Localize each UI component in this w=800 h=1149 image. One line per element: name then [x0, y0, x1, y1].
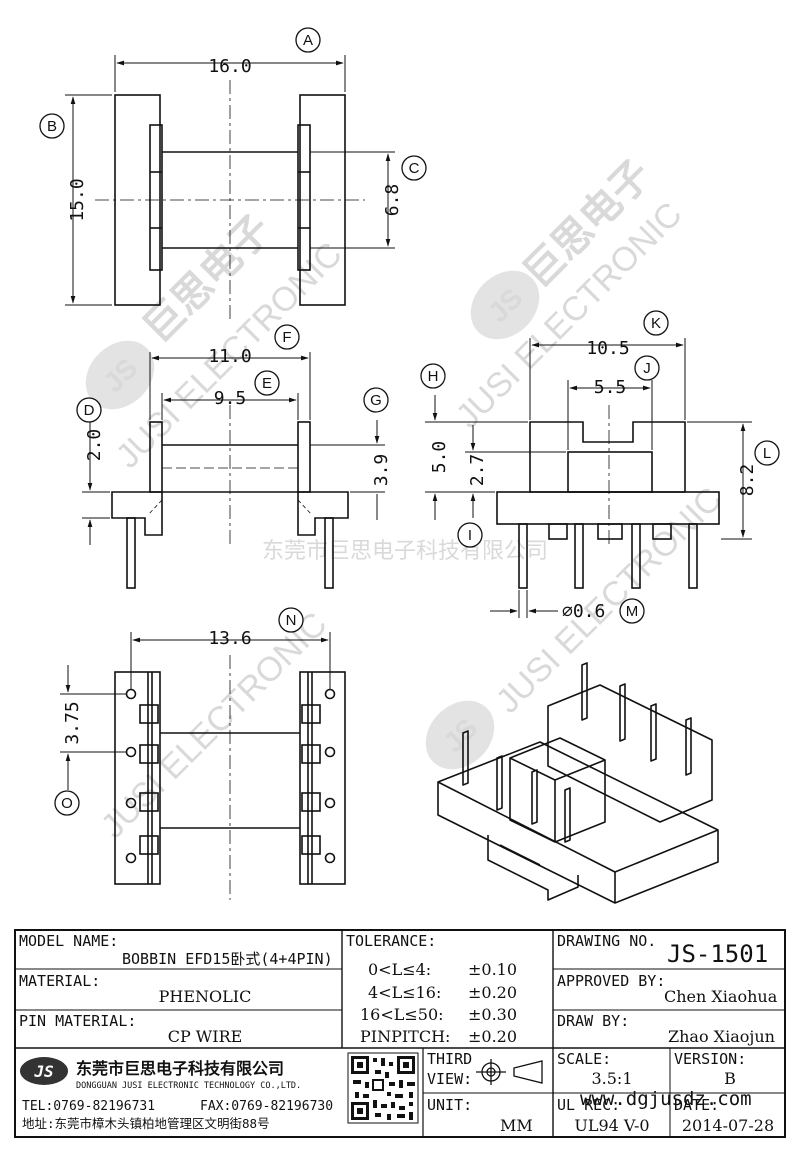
draw-by-value: Zhao Xiaojun [668, 1027, 775, 1046]
dimension-lines [60, 55, 752, 790]
version-value: B [724, 1069, 736, 1088]
top-view-right-step [297, 124, 311, 271]
tag-N: N [286, 612, 297, 629]
tag-E: E [262, 375, 272, 392]
top-view [95, 80, 365, 320]
title-block-grid [14, 929, 786, 1138]
draw-by-label: DRAW BY: [557, 1012, 629, 1030]
dim-value-D: 2.0 [84, 429, 105, 462]
dim-value-B: 15.0 [67, 178, 88, 221]
date-label: DATE: [674, 1096, 719, 1114]
tag-J: J [643, 360, 651, 377]
title-block-text: MODEL NAME: BOBBIN EFD15卧式(4+4PIN) MATER… [19, 932, 778, 1135]
top-view-left-step [149, 124, 163, 271]
tol-range-3: PINPITCH: [360, 1027, 450, 1046]
dim-value-K: 10.5 [586, 338, 629, 359]
dim-value-J: 5.5 [594, 377, 627, 398]
tag-A: A [303, 32, 313, 49]
tag-C: C [409, 160, 420, 177]
company-fax: FAX:0769-82196730 [200, 1099, 333, 1114]
tol-range-2: 16<L≤50: [360, 1005, 444, 1024]
dim-value-A: 16.0 [208, 56, 251, 77]
tag-O: O [61, 795, 73, 812]
third-view-label: THIRD [427, 1050, 472, 1068]
drawing-no-label: DRAWING NO. [557, 932, 656, 950]
third-view-label-2: VIEW: [427, 1070, 472, 1088]
company-tel: TEL:0769-82196731 [22, 1099, 155, 1114]
watermark-logo-2: JS [470, 270, 540, 340]
approved-by-label: APPROVED BY: [557, 972, 665, 990]
watermark-logo-1: JS [85, 340, 155, 410]
company-block: JS 东莞市巨思电子科技有限公司 DONGGUAN JUSI ELECTRONI… [20, 1057, 333, 1131]
drawing-no-value: JS-1501 [667, 940, 768, 968]
dimension-tags [39, 27, 780, 816]
dim-value-C: 6.8 [382, 184, 403, 217]
dim-value-F: 11.0 [208, 346, 251, 367]
tol-value-0: ±0.10 [468, 960, 517, 979]
company-logo [20, 1057, 68, 1085]
scale-value: 3.5:1 [591, 1069, 632, 1088]
dim-value-L: 8.2 [737, 464, 758, 497]
dimension-values: 16.0 15.0 6.8 11.0 9.5 2.0 3.9 10.5 5.5 … [62, 56, 758, 745]
website-watermark: www.dgjusdz.com [580, 1088, 752, 1110]
tol-value-1: ±0.20 [468, 983, 517, 1002]
dim-value-N: 13.6 [208, 628, 251, 649]
version-label: VERSION: [674, 1050, 746, 1068]
company-name-en: DONGGUAN JUSI ELECTRONIC TECHNOLOGY CO.,… [76, 1081, 301, 1091]
material-value: PHENOLIC [159, 987, 252, 1006]
model-name-label: MODEL NAME: [19, 932, 118, 950]
dimension-tag-letters: A B C F E D G H I J K L M N O [47, 32, 771, 812]
tag-G: G [370, 392, 382, 409]
approved-by-value: Chen Xiaohua [664, 987, 778, 1006]
company-logo-text: JS [33, 1062, 54, 1081]
tol-value-3: ±0.20 [468, 1027, 517, 1046]
pin-material-value: CP WIRE [168, 1027, 243, 1046]
dim-value-G: 3.9 [371, 454, 392, 487]
tag-F: F [282, 329, 291, 346]
qr-code [347, 1052, 419, 1124]
dim-value-M: ⌀0.6 [562, 601, 605, 622]
dim-value-E: 9.5 [214, 388, 247, 409]
pin-material-label: PIN MATERIAL: [19, 1012, 136, 1030]
tolerance-label: TOLERANCE: [346, 932, 436, 950]
unit-value: MM [500, 1116, 533, 1135]
tol-range-0: 0<L≤4: [368, 960, 431, 979]
unit-label: UNIT: [427, 1096, 472, 1114]
tag-D: D [84, 402, 95, 419]
watermark-logo-3: JS [425, 700, 495, 770]
dim-value-I: 2.7 [467, 454, 488, 487]
tol-value-2: ±0.30 [468, 1005, 517, 1024]
bottom-view [114, 655, 346, 900]
dim-value-H: 5.0 [429, 441, 450, 474]
company-address: 地址:东莞市樟木头镇柏地管理区文明街88号 [22, 1116, 270, 1131]
ul-rec-label: UL REC: [557, 1096, 620, 1114]
date-value: 2014-07-28 [682, 1116, 774, 1135]
isometric-view [437, 662, 719, 904]
tol-range-1: 4<L≤16: [368, 983, 441, 1002]
tag-H: H [428, 368, 439, 385]
ul-rec-value: UL94 V-0 [574, 1116, 649, 1135]
company-name-cn: 东莞市巨思电子科技有限公司 [76, 1059, 284, 1078]
watermark: JS 巨思电子 JUSI ELECTRONIC JS 巨思电子 JUSI ELE… [85, 152, 729, 846]
tag-B: B [47, 118, 57, 135]
dim-value-O: 3.75 [62, 701, 83, 744]
tag-L: L [763, 445, 771, 462]
watermark-company: 东莞市巨思电子科技有限公司 [262, 538, 548, 563]
tag-I: I [468, 527, 472, 544]
third-angle-projection-icon [476, 1059, 543, 1085]
scale-label: SCALE: [557, 1050, 611, 1068]
side-view [496, 405, 720, 589]
material-label: MATERIAL: [19, 972, 100, 990]
model-name-value: BOBBIN EFD15卧式(4+4PIN) [122, 950, 333, 968]
front-view [111, 405, 349, 589]
tag-K: K [651, 315, 661, 332]
tag-M: M [626, 603, 639, 620]
